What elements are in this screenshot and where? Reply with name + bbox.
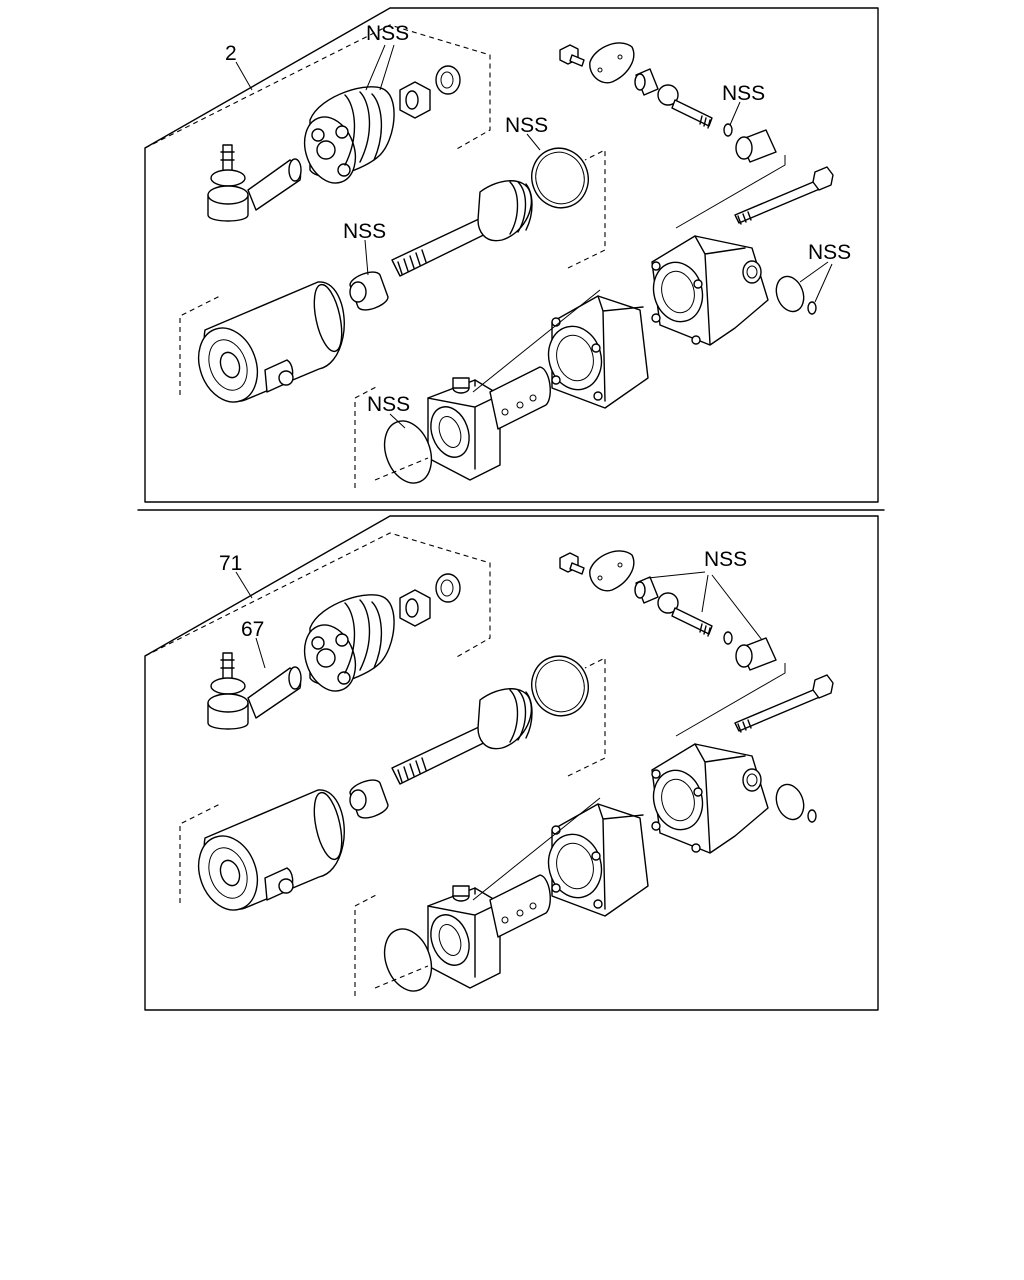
part-label-67: 67 [241,618,264,641]
nss-label-bottom-oring: NSS [367,393,410,416]
assembly-label-71: 71 [219,552,242,575]
panel-kit-2 [144,7,879,503]
nss-label-ring: NSS [505,114,548,137]
nss-label-right-oring: NSS [808,241,851,264]
nss-label-small-oring: NSS [722,82,765,105]
nss-label-bushing: NSS [343,220,386,243]
assembly-label: 2 [225,42,237,65]
panel-kit-71 [144,515,879,1011]
nss-label-seal: NSS [366,22,409,45]
nss-label-kit: NSS [704,548,747,571]
